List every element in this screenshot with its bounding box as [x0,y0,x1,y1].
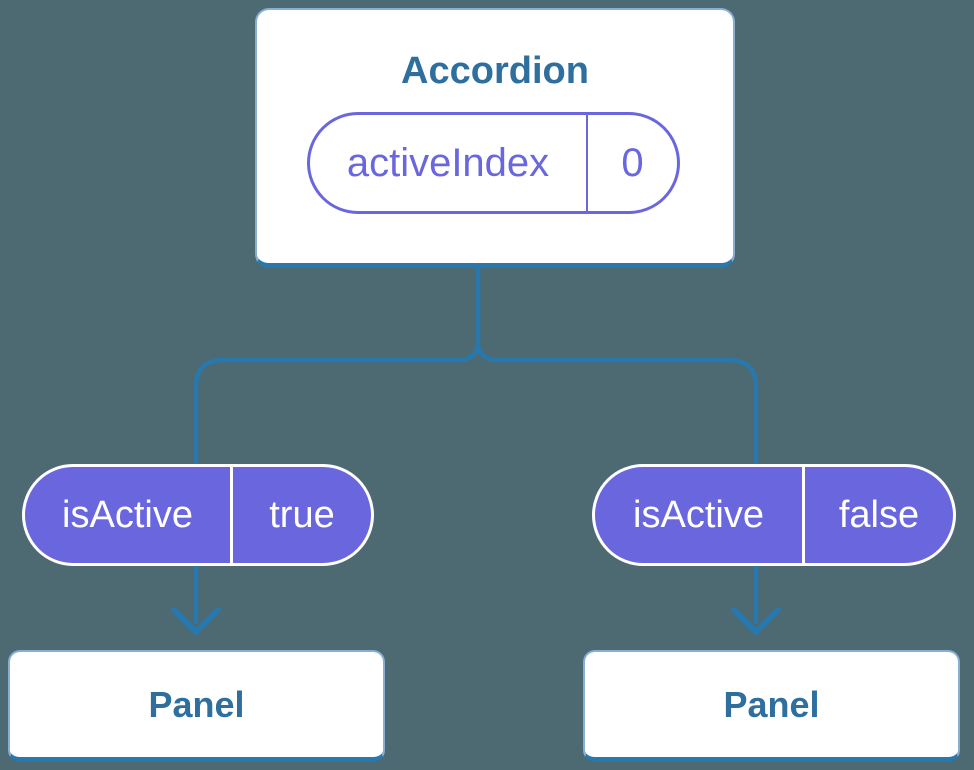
arrow-down-icon [731,607,781,635]
prop-pill-name: isActive [62,493,193,536]
prop-pill-name: isActive [633,493,764,536]
connector-left-branch [193,266,481,468]
prop-pill-value: true [269,493,335,536]
panel-node-left: Panel [8,650,385,762]
prop-pill-value: false [838,493,920,536]
arrow-down-icon [171,607,221,635]
prop-pill-isactive-false: isActive false [592,464,956,566]
accordion-node-title: Accordion [401,50,589,92]
state-pill-name: activeIndex [346,140,550,185]
pill-divider [586,115,588,211]
pill-divider [802,467,805,563]
panel-node-title: Panel [723,683,820,725]
accordion-node: Accordion activeIndex 0 [255,8,735,268]
state-pill-value: 0 [621,140,644,185]
state-pill-activeindex: activeIndex 0 [307,112,680,214]
pill-divider [230,467,233,563]
panel-node-right: Panel [583,650,960,762]
connector-right-branch [475,266,759,468]
panel-node-title: Panel [148,683,245,725]
prop-pill-isactive-true: isActive true [22,464,374,566]
